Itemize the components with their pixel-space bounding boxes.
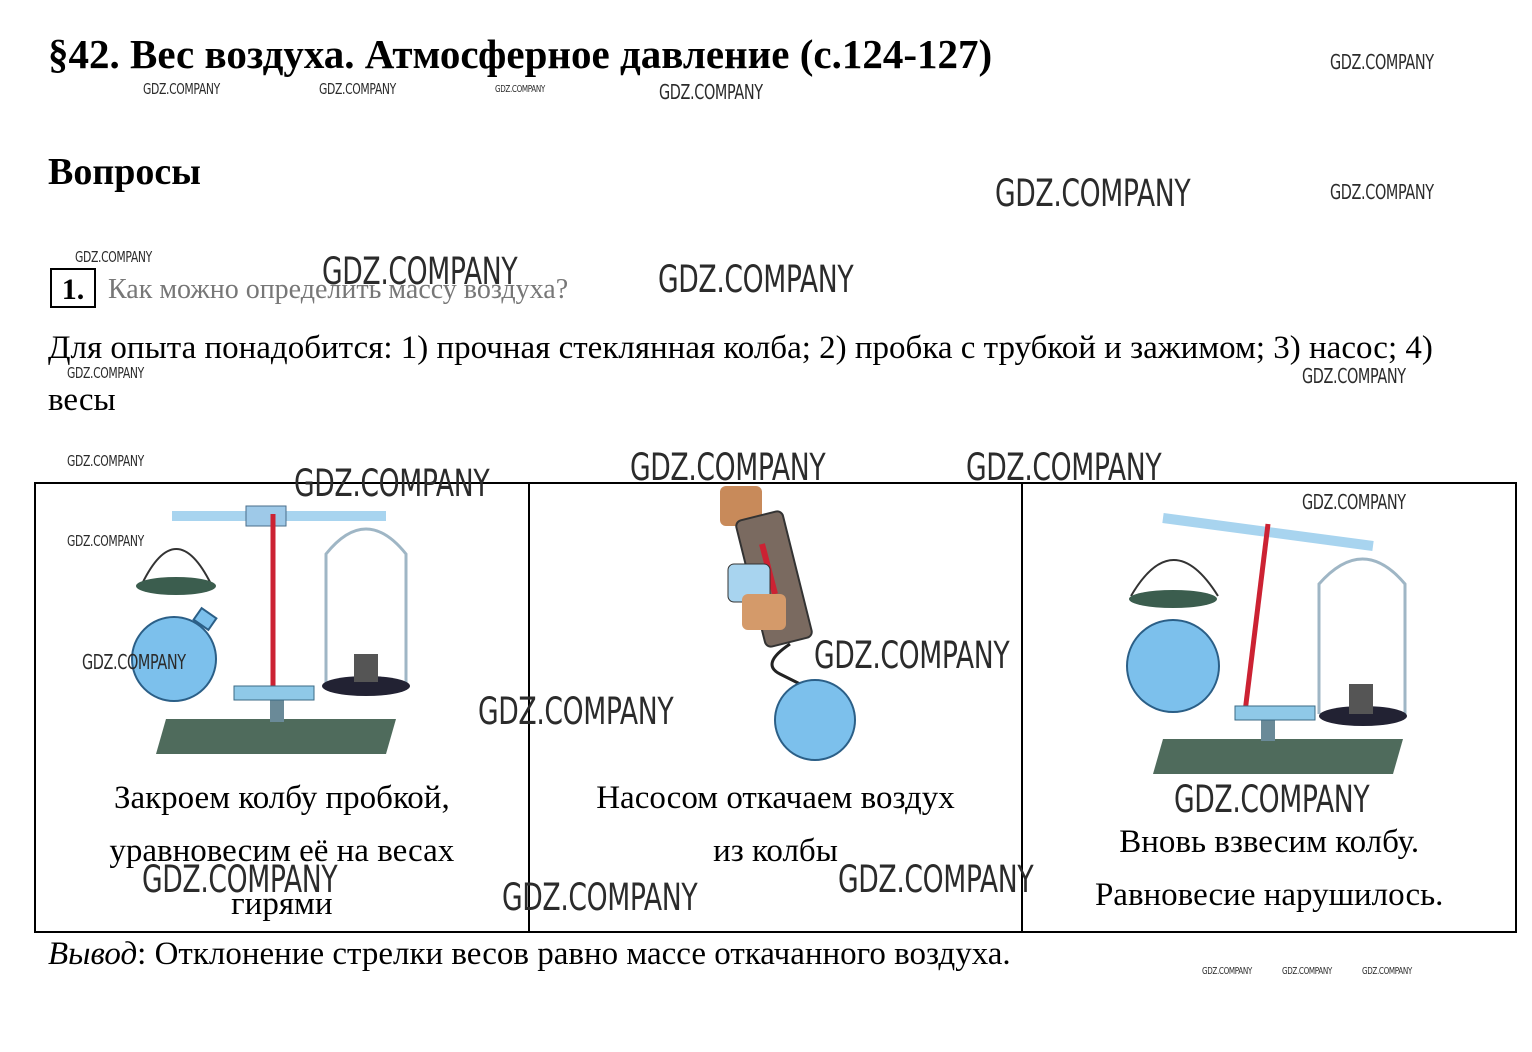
scale-dial bbox=[233, 685, 315, 701]
scale-base bbox=[156, 719, 396, 754]
pump-illustration bbox=[719, 486, 856, 761]
question-text: Как можно определить массу воздуха? bbox=[108, 274, 569, 305]
page-title: §42. Вес воздуха. Атмосферное давление (… bbox=[48, 31, 993, 77]
panel-caption: Закроем колбу пробкой, уравновесим её на… bbox=[36, 772, 528, 931]
flask bbox=[773, 679, 856, 761]
hand-icon bbox=[719, 486, 762, 526]
caption-line: гирями bbox=[231, 886, 333, 922]
watermark: GDZ.COMPANY bbox=[1362, 966, 1412, 977]
watermark: GDZ.COMPANY bbox=[478, 690, 674, 733]
section-heading: Вопросы bbox=[48, 151, 201, 193]
weight bbox=[354, 654, 378, 682]
watermark: GDZ.COMPANY bbox=[1330, 180, 1434, 204]
watermark: GDZ.COMPANY bbox=[75, 248, 152, 266]
watermark: GDZ.COMPANY bbox=[838, 858, 1034, 901]
flask bbox=[1126, 619, 1221, 713]
panel-pump: Насосом откачаем воздух из колбы bbox=[530, 484, 1024, 931]
watermark: GDZ.COMPANY bbox=[814, 634, 1010, 677]
flask bbox=[131, 616, 217, 702]
panel-balance: Закроем колбу пробкой, уравновесим её на… bbox=[36, 484, 530, 931]
panel-unbalanced: Вновь взвесим колбу. Равновесие нарушило… bbox=[1023, 484, 1515, 931]
panel-caption: Вновь взвесим колбу. Равновесие нарушило… bbox=[1023, 816, 1515, 922]
watermark: GDZ.COMPANY bbox=[294, 462, 490, 505]
balance-scale-illustration bbox=[131, 505, 410, 754]
scale-base bbox=[1153, 739, 1404, 774]
conclusion-text: : Отклонение стрелки весов равно массе о… bbox=[137, 936, 1011, 972]
scale-pointer bbox=[1242, 523, 1271, 713]
watermark: GDZ.COMPANY bbox=[995, 172, 1191, 215]
watermark: GDZ.COMPANY bbox=[1330, 50, 1434, 74]
watermark: GDZ.COMPANY bbox=[142, 858, 338, 901]
experiment-panels: Закроем колбу пробкой, уравновесим её на… bbox=[34, 482, 1517, 933]
watermark: GDZ.COMPANY bbox=[67, 452, 144, 470]
watermark: GDZ.COMPANY bbox=[322, 250, 518, 293]
watermark: GDZ.COMPANY bbox=[1302, 490, 1406, 514]
watermark: GDZ.COMPANY bbox=[67, 364, 144, 382]
watermark: GDZ.COMPANY bbox=[82, 650, 186, 674]
watermark: GDZ.COMPANY bbox=[1174, 778, 1370, 821]
weight bbox=[1349, 684, 1374, 714]
watermark: GDZ.COMPANY bbox=[319, 80, 396, 98]
panel-caption: Насосом откачаем воздух из колбы bbox=[530, 772, 1022, 878]
watermark: GDZ.COMPANY bbox=[658, 258, 854, 301]
watermark: GDZ.COMPANY bbox=[966, 446, 1162, 489]
watermark: GDZ.COMPANY bbox=[1282, 966, 1332, 977]
watermark: GDZ.COMPANY bbox=[630, 446, 826, 489]
conclusion: Вывод: Отклонение стрелки весов равно ма… bbox=[48, 936, 1011, 973]
equipment-list: Для опыта понадобится: 1) прочная стекля… bbox=[48, 330, 1433, 418]
watermark: GDZ.COMPANY bbox=[1202, 966, 1252, 977]
unbalanced-scale-illustration bbox=[1126, 513, 1408, 774]
watermark: GDZ.COMPANY bbox=[495, 84, 545, 95]
caption-line: Закроем колбу пробкой, bbox=[113, 780, 450, 816]
caption-line: Вновь взвесим колбу. bbox=[1119, 824, 1420, 860]
conclusion-label: Вывод bbox=[48, 936, 138, 972]
watermark: GDZ.COMPANY bbox=[659, 80, 763, 104]
question-number: 1. bbox=[50, 268, 96, 308]
caption-line: Насосом откачаем воздух bbox=[596, 780, 955, 816]
watermark: GDZ.COMPANY bbox=[143, 80, 220, 98]
caption-line: уравновесим её на весах bbox=[109, 833, 455, 869]
watermark: GDZ.COMPANY bbox=[502, 876, 698, 919]
caption-line: Равновесие нарушилось. bbox=[1094, 877, 1444, 913]
scale-dial bbox=[1234, 705, 1316, 721]
watermark: GDZ.COMPANY bbox=[1302, 364, 1406, 388]
caption-line: из колбы bbox=[713, 833, 838, 869]
watermark: GDZ.COMPANY bbox=[67, 532, 144, 550]
